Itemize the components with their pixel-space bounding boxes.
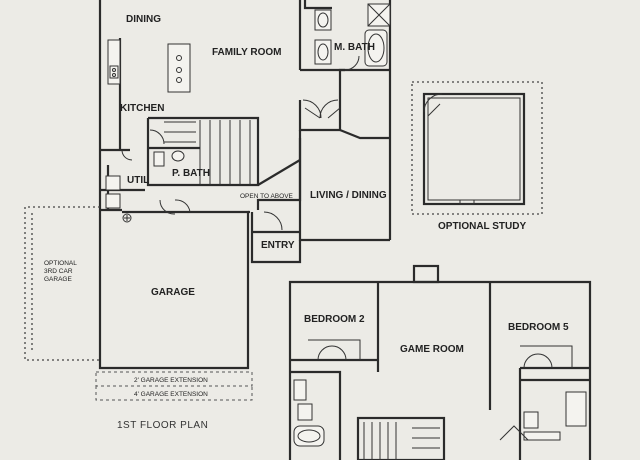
label-optional-garage-2: 3RD CAR [44, 268, 73, 275]
optional-garage-outline [24, 206, 100, 361]
label-first-floor-plan: 1ST FLOOR PLAN [117, 420, 208, 431]
label-optional-garage-3: GARAGE [44, 276, 72, 283]
label-dining: DINING [126, 14, 161, 25]
label-garage-extension-4: 4' GARAGE EXTENSION [134, 391, 208, 398]
label-garage: GARAGE [151, 287, 195, 298]
label-open-to-above: OPEN TO ABOVE [240, 193, 294, 200]
label-living-dining: LIVING / DINING [310, 190, 387, 201]
label-family-room: FAMILY ROOM [212, 47, 281, 58]
label-master-bath: M. BATH [334, 42, 375, 53]
second-floor-walls [288, 264, 592, 460]
room-labels: DINING FAMILY ROOM M. BATH KITCHEN P. BA… [44, 14, 569, 431]
label-entry: ENTRY [261, 240, 295, 251]
label-bedroom-5: BEDROOM 5 [508, 322, 569, 333]
optional-study-plan [411, 81, 543, 215]
label-kitchen: KITCHEN [120, 103, 164, 114]
garage-extension-outline [95, 371, 253, 401]
label-utility: UTIL [127, 175, 149, 186]
first-floor-walls [98, 0, 392, 370]
label-garage-extension-2: 2' GARAGE EXTENSION [134, 377, 208, 384]
label-powder-bath: P. BATH [172, 168, 210, 179]
label-optional-garage-1: OPTIONAL [44, 260, 77, 267]
label-bedroom-2: BEDROOM 2 [304, 314, 365, 325]
label-game-room: GAME ROOM [400, 344, 464, 355]
label-optional-study: OPTIONAL STUDY [438, 221, 526, 232]
